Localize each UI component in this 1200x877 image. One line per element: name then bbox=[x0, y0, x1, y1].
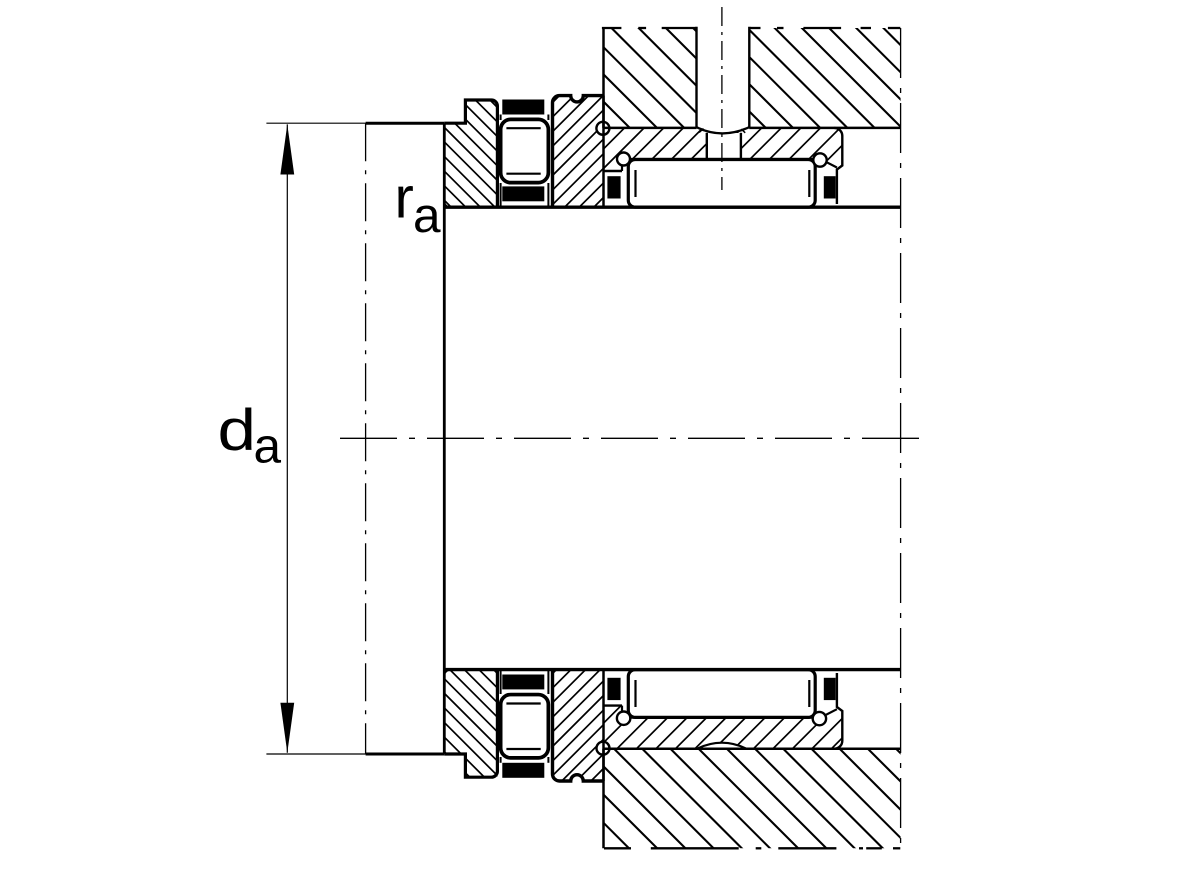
svg-text:a: a bbox=[254, 419, 282, 474]
svg-text:a: a bbox=[413, 188, 441, 243]
svg-text:r: r bbox=[395, 166, 414, 231]
svg-text:d: d bbox=[218, 398, 257, 463]
